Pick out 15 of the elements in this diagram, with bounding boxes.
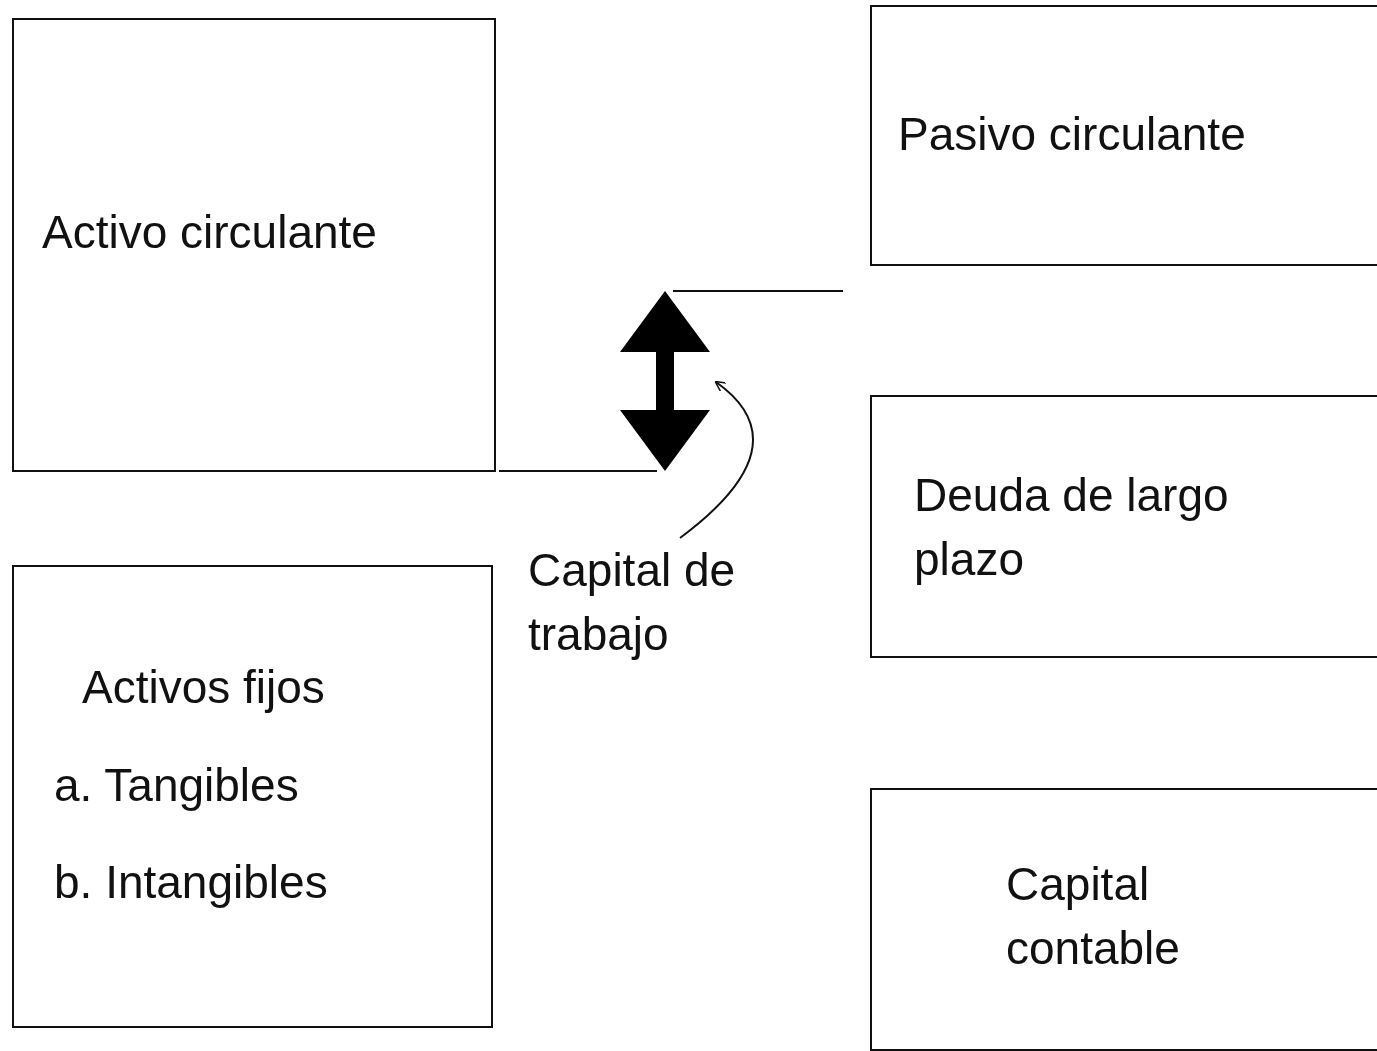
box-heading: Activos fijos [82,660,325,715]
account-box [12,18,496,472]
leader-line [679,380,754,539]
double-arrow [620,291,710,471]
box-heading: Capital contable [1006,857,1181,976]
annotation-text: Capital de trabajo [528,538,818,666]
account-box [12,565,493,1028]
account-box [870,788,1377,1051]
account-box [870,5,1377,266]
box-heading: Activo circulante [42,205,377,260]
list-item: b. Intangibles [54,855,328,910]
account-box [870,395,1377,658]
list-item: a. Tangibles [54,758,299,813]
box-heading: Pasivo circulante [898,107,1246,162]
box-heading: Deuda de largo plazo [914,468,1230,587]
